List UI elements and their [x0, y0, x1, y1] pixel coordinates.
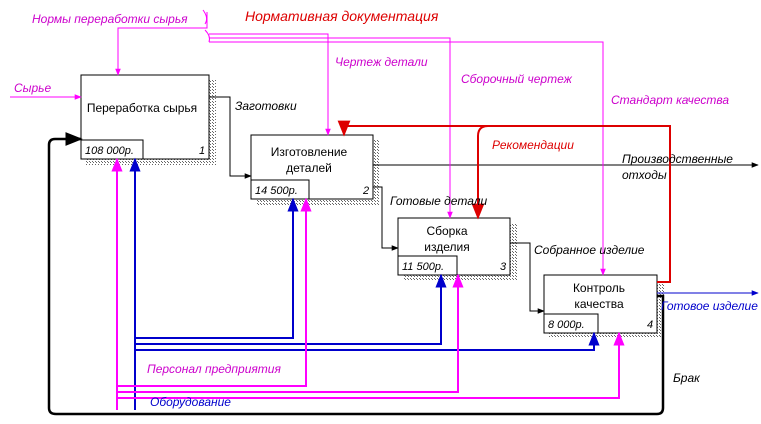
tunnel-bracket-1: [202, 9, 208, 25]
box-4-number: 4: [647, 319, 653, 331]
magenta-personnel-arrows: [111, 157, 625, 410]
arrow-quality-standard[interactable]: [209, 41, 606, 276]
red-arrows: [337, 120, 671, 283]
box-1-number: 1: [199, 145, 205, 157]
blue-arrows: [129, 157, 600, 410]
arrow-equipment-box4[interactable]: [135, 331, 600, 351]
box-4-title-line-2: качества: [574, 297, 624, 311]
label-production-waste-line-2: отходы: [622, 168, 667, 182]
arrow-blanks[interactable]: [209, 96, 252, 179]
process-box-2[interactable]: Изготовление деталей 14 500р. 2: [250, 134, 374, 200]
magenta-control-arrows: [10, 9, 606, 276]
arrow-personnel-box3[interactable]: [117, 273, 464, 393]
arrow-assembled-product[interactable]: [510, 242, 545, 314]
label-blanks: Заготовки: [235, 99, 297, 113]
label-raw: Сырье: [14, 81, 51, 95]
label-production-waste-line-1: Производственные: [622, 152, 733, 166]
arrow-personnel-box4[interactable]: [117, 331, 625, 399]
tunnel-bracket-2: [204, 29, 210, 43]
process-box-3[interactable]: Сборка изделия 11 500р. 3: [397, 217, 511, 276]
arrow-recommendations-box3[interactable]: [471, 125, 489, 220]
label-finished-product: Готовое изделие: [661, 299, 758, 313]
label-quality-standard: Стандарт качества: [611, 93, 729, 107]
box-2-title-line-1: Изготовление: [271, 145, 348, 159]
arrow-equipment-box3[interactable]: [135, 273, 447, 345]
label-personnel: Персонал предприятия: [147, 362, 281, 376]
box-1-title: Переработка сырья: [87, 101, 197, 115]
arrow-personnel-box2[interactable]: [117, 197, 312, 387]
labels: Нормы переработки сырья Нормативная доку…: [14, 8, 758, 409]
arrow-recommendations-box2[interactable]: [337, 120, 671, 283]
black-arrows: [209, 96, 759, 314]
arrow-assembly-drawing[interactable]: [209, 37, 453, 219]
arrow-finished-parts[interactable]: [373, 186, 399, 251]
box-4-title-line-1: Контроль: [573, 281, 625, 295]
label-assembled-product: Собранное изделие: [534, 243, 645, 257]
arrow-part-drawing[interactable]: [209, 33, 331, 136]
process-box-4[interactable]: Контроль качества 8 000р. 4: [543, 274, 658, 334]
label-finished-parts: Готовые детали: [390, 194, 488, 208]
label-equipment: Оборудование: [150, 395, 231, 409]
box-3-title-line-1: Сборка: [426, 224, 467, 238]
box-2-cost: 14 500р.: [255, 185, 298, 197]
label-assembly-drawing: Сборочный чертеж: [461, 72, 573, 86]
process-box-1[interactable]: Переработка сырья 108 000р. 1: [80, 74, 210, 160]
label-defect: Брак: [673, 371, 701, 385]
box-3-title-line-2: изделия: [424, 240, 469, 254]
label-part-drawing: Чертеж детали: [335, 55, 428, 69]
box-2-title-line-2: деталей: [286, 161, 332, 175]
box-4-cost: 8 000р.: [548, 319, 585, 331]
box-3-number: 3: [500, 261, 507, 273]
arrow-equipment-box2[interactable]: [135, 197, 299, 339]
label-norms: Нормы переработки сырья: [32, 12, 188, 26]
box-3-cost: 11 500р.: [402, 261, 444, 273]
label-recommendations: Рекомендации: [492, 138, 574, 152]
box-2-number: 2: [362, 185, 369, 197]
box-1-cost: 108 000р.: [85, 145, 134, 157]
arrow-defect-feedback[interactable]: [47, 132, 665, 416]
label-normative-docs: Нормативная документация: [245, 8, 439, 24]
